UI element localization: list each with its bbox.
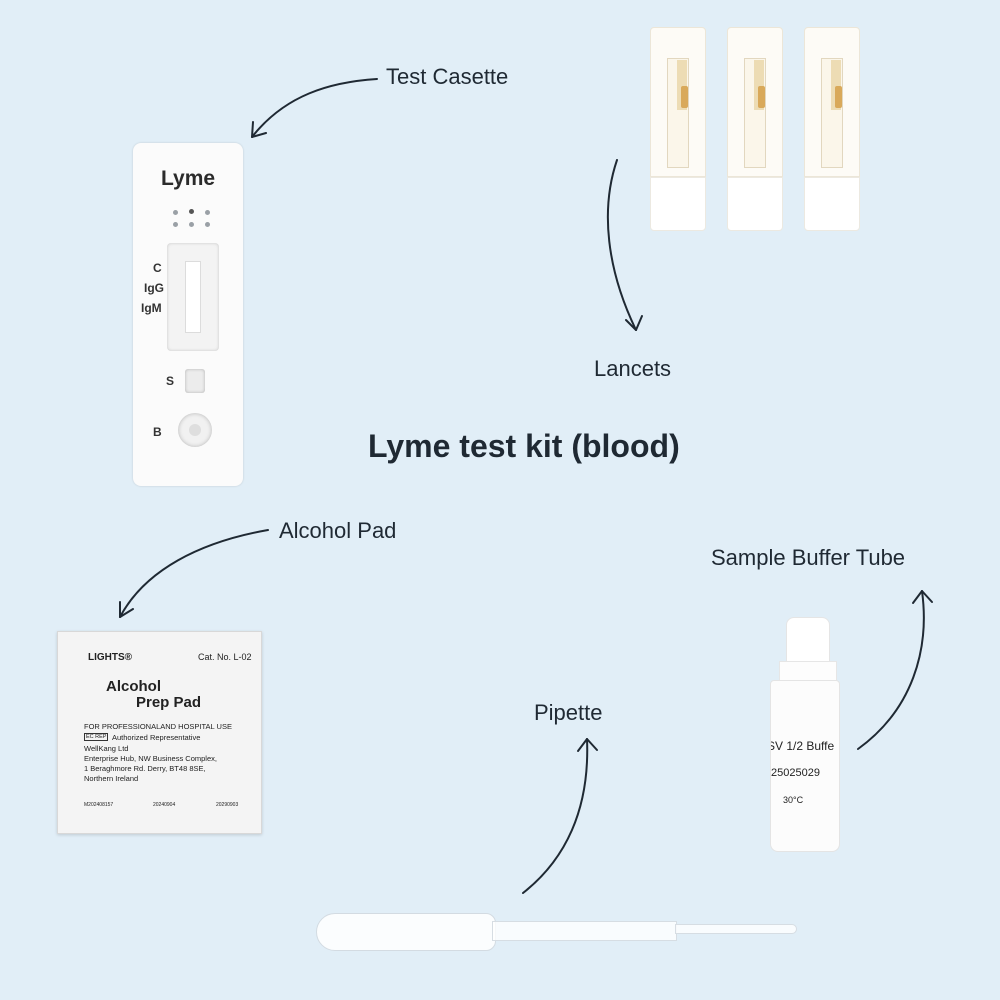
page-title: Lyme test kit (blood) xyxy=(368,428,680,464)
tube-label: SV 1/2 Buffe xyxy=(770,739,835,753)
alcohol-pad: LIGHTS® Cat. No. L-02 Alcohol Prep Pad F… xyxy=(57,631,262,834)
mark-control: C xyxy=(153,261,162,275)
tube-temp: 30°C xyxy=(783,795,804,805)
lancet xyxy=(727,27,783,231)
pad-rep: Authorized Representative xyxy=(112,733,201,742)
pad-address1: Enterprise Hub, NW Business Complex, xyxy=(84,754,217,763)
sample-well xyxy=(185,369,205,393)
pad-mfg: 20240904 xyxy=(153,802,176,808)
pipette-stem xyxy=(492,921,677,941)
arrow-to-lancets xyxy=(606,159,643,331)
result-window xyxy=(167,243,219,351)
cassette-dot xyxy=(173,222,178,227)
pad-address3: Northern Ireland xyxy=(84,774,139,783)
arrow-to-alcohol-pad xyxy=(119,529,269,618)
pad-company: WellKang Ltd xyxy=(84,744,129,753)
cassette-dot xyxy=(189,209,194,214)
pad-exp: 20290903 xyxy=(216,802,239,808)
cassette-dot xyxy=(173,210,178,215)
tube-lot: 25025029 xyxy=(771,767,820,779)
lancet xyxy=(650,27,706,231)
test-strip xyxy=(185,261,201,333)
pad-cat-no: Cat. No. L-02 xyxy=(198,652,252,662)
pad-lot: M202408157 xyxy=(84,802,114,808)
pipette-tip xyxy=(675,924,797,934)
mark-sample: S xyxy=(166,374,175,388)
arrow-from-buffer-tube xyxy=(857,590,933,750)
buffer-well xyxy=(178,413,212,447)
cassette-brand: Lyme xyxy=(161,167,216,190)
label-pipette: Pipette xyxy=(534,700,603,725)
mark-buffer: B xyxy=(153,425,162,439)
lancet xyxy=(804,27,860,231)
cassette-dot xyxy=(189,222,194,227)
pad-ec-rep: EC REP xyxy=(84,733,109,741)
arrow-to-cassette xyxy=(251,78,378,138)
pad-name-line2: Prep Pad xyxy=(136,694,202,711)
pad-name-line1: Alcohol xyxy=(106,678,161,695)
mark-igg: IgG xyxy=(144,281,164,295)
pad-address2: 1 Beraghmore Rd. Derry, BT48 8SE, xyxy=(84,764,206,773)
label-lancets: Lancets xyxy=(594,356,672,381)
pad-use: FOR PROFESSIONALAND HOSPITAL USE xyxy=(84,722,232,731)
arrow-from-pipette xyxy=(522,738,598,894)
cassette-dot xyxy=(205,222,210,227)
label-sample-buffer-tube: Sample Buffer Tube xyxy=(711,545,906,570)
cassette-dot xyxy=(205,210,210,215)
sample-buffer-tube: SV 1/2 Buffe 25025029 30°C xyxy=(770,680,840,852)
buffer-tube-cap xyxy=(786,617,830,663)
test-cassette: Lyme C IgG IgM S B xyxy=(133,143,243,486)
label-test-cassette: Test Casette xyxy=(386,64,509,89)
pad-brand: LIGHTS® xyxy=(88,652,133,663)
pipette-bulb xyxy=(316,913,496,951)
mark-igm: IgM xyxy=(141,301,162,315)
label-alcohol-pad: Alcohol Pad xyxy=(279,518,397,543)
